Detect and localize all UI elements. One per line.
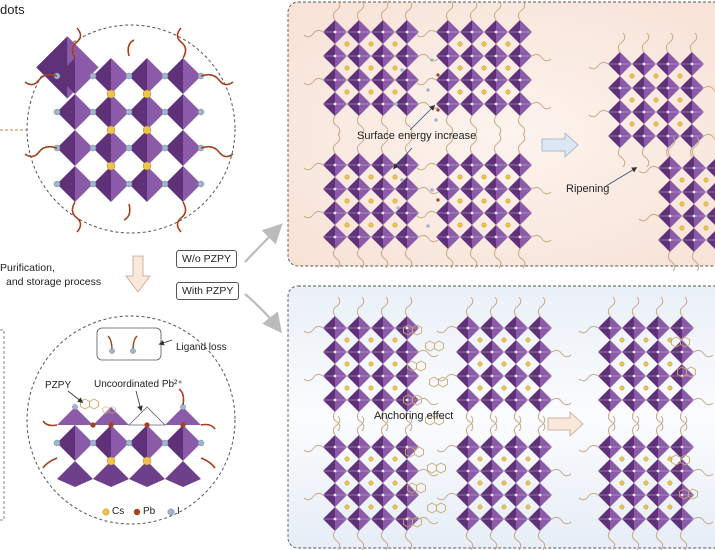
process-down-arrow <box>125 255 151 293</box>
route-with-pzpy: With PZPY <box>176 282 240 300</box>
process-label-2: and storage process <box>6 276 102 288</box>
legend-cs-dot <box>102 508 110 516</box>
ripening-label: Ripening <box>566 183 610 195</box>
process-right-arrow-bottom <box>547 411 584 437</box>
route-arrow-top <box>244 223 283 263</box>
octahedra-lattice-top <box>24 27 234 233</box>
route-arrow-bottom <box>244 293 283 334</box>
process-right-arrow-top <box>541 132 579 158</box>
legend-pb-dot <box>133 508 141 516</box>
ligand-loss-label: Ligand loss <box>176 342 227 353</box>
ligand-loss-inset <box>96 327 162 361</box>
title-fragment: dots <box>0 2 25 17</box>
surface-energy-label: Surface energy increase <box>357 130 477 142</box>
legend-cs-label: Cs <box>112 506 125 517</box>
octahedra-lattice-bottom <box>53 425 205 487</box>
legend-i-dot <box>167 508 175 516</box>
legend-pb-label: Pb <box>143 506 156 517</box>
pzpy-label: PZPY <box>45 380 72 391</box>
route-without-pzpy: W/o PZPY <box>176 250 238 268</box>
anchoring-label: Anchoring effect <box>374 410 454 422</box>
process-label: Purification, <box>0 262 55 274</box>
legend-i-label: I <box>177 506 180 517</box>
left-frame-edge <box>0 329 5 521</box>
uncoordinated-label: Uncoordinated Pb²⁺ <box>94 379 183 390</box>
surface-layer <box>42 388 216 469</box>
